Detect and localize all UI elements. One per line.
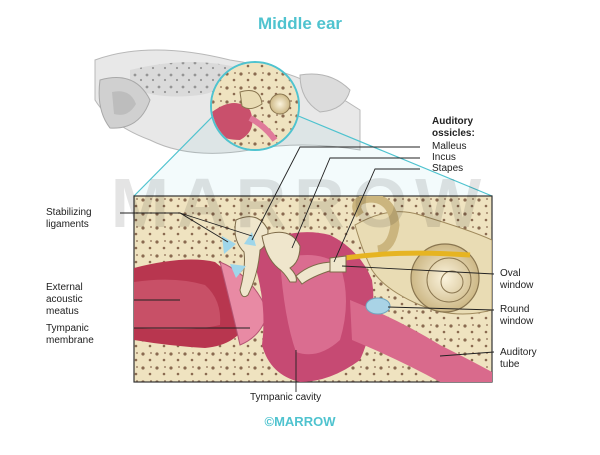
label-tympanic-cavity: Tympanic cavity xyxy=(250,392,322,403)
label-auditory-tube: Auditory tube xyxy=(500,347,537,370)
diagram-title: Middle ear xyxy=(257,14,343,33)
label-tympanic-membrane: Tympanic membrane xyxy=(46,323,94,346)
label-stabilizing-ligaments: Stabilizing ligaments xyxy=(46,207,92,230)
leader-lines xyxy=(120,146,495,392)
label-round-window: Round window xyxy=(500,304,534,327)
label-incus: Incus xyxy=(432,152,456,163)
label-external-acoustic-meatus: External acoustic meatus xyxy=(46,282,83,317)
label-stapes: Stapes xyxy=(432,163,464,174)
label-auditory-ossicles: Auditory ossicles: xyxy=(432,116,475,139)
magnified-inset xyxy=(210,61,300,151)
label-malleus: Malleus xyxy=(432,141,467,152)
detail-panel xyxy=(133,195,493,383)
label-oval-window: Oval window xyxy=(500,268,534,291)
footer-brand: ©MARROW xyxy=(264,414,336,429)
